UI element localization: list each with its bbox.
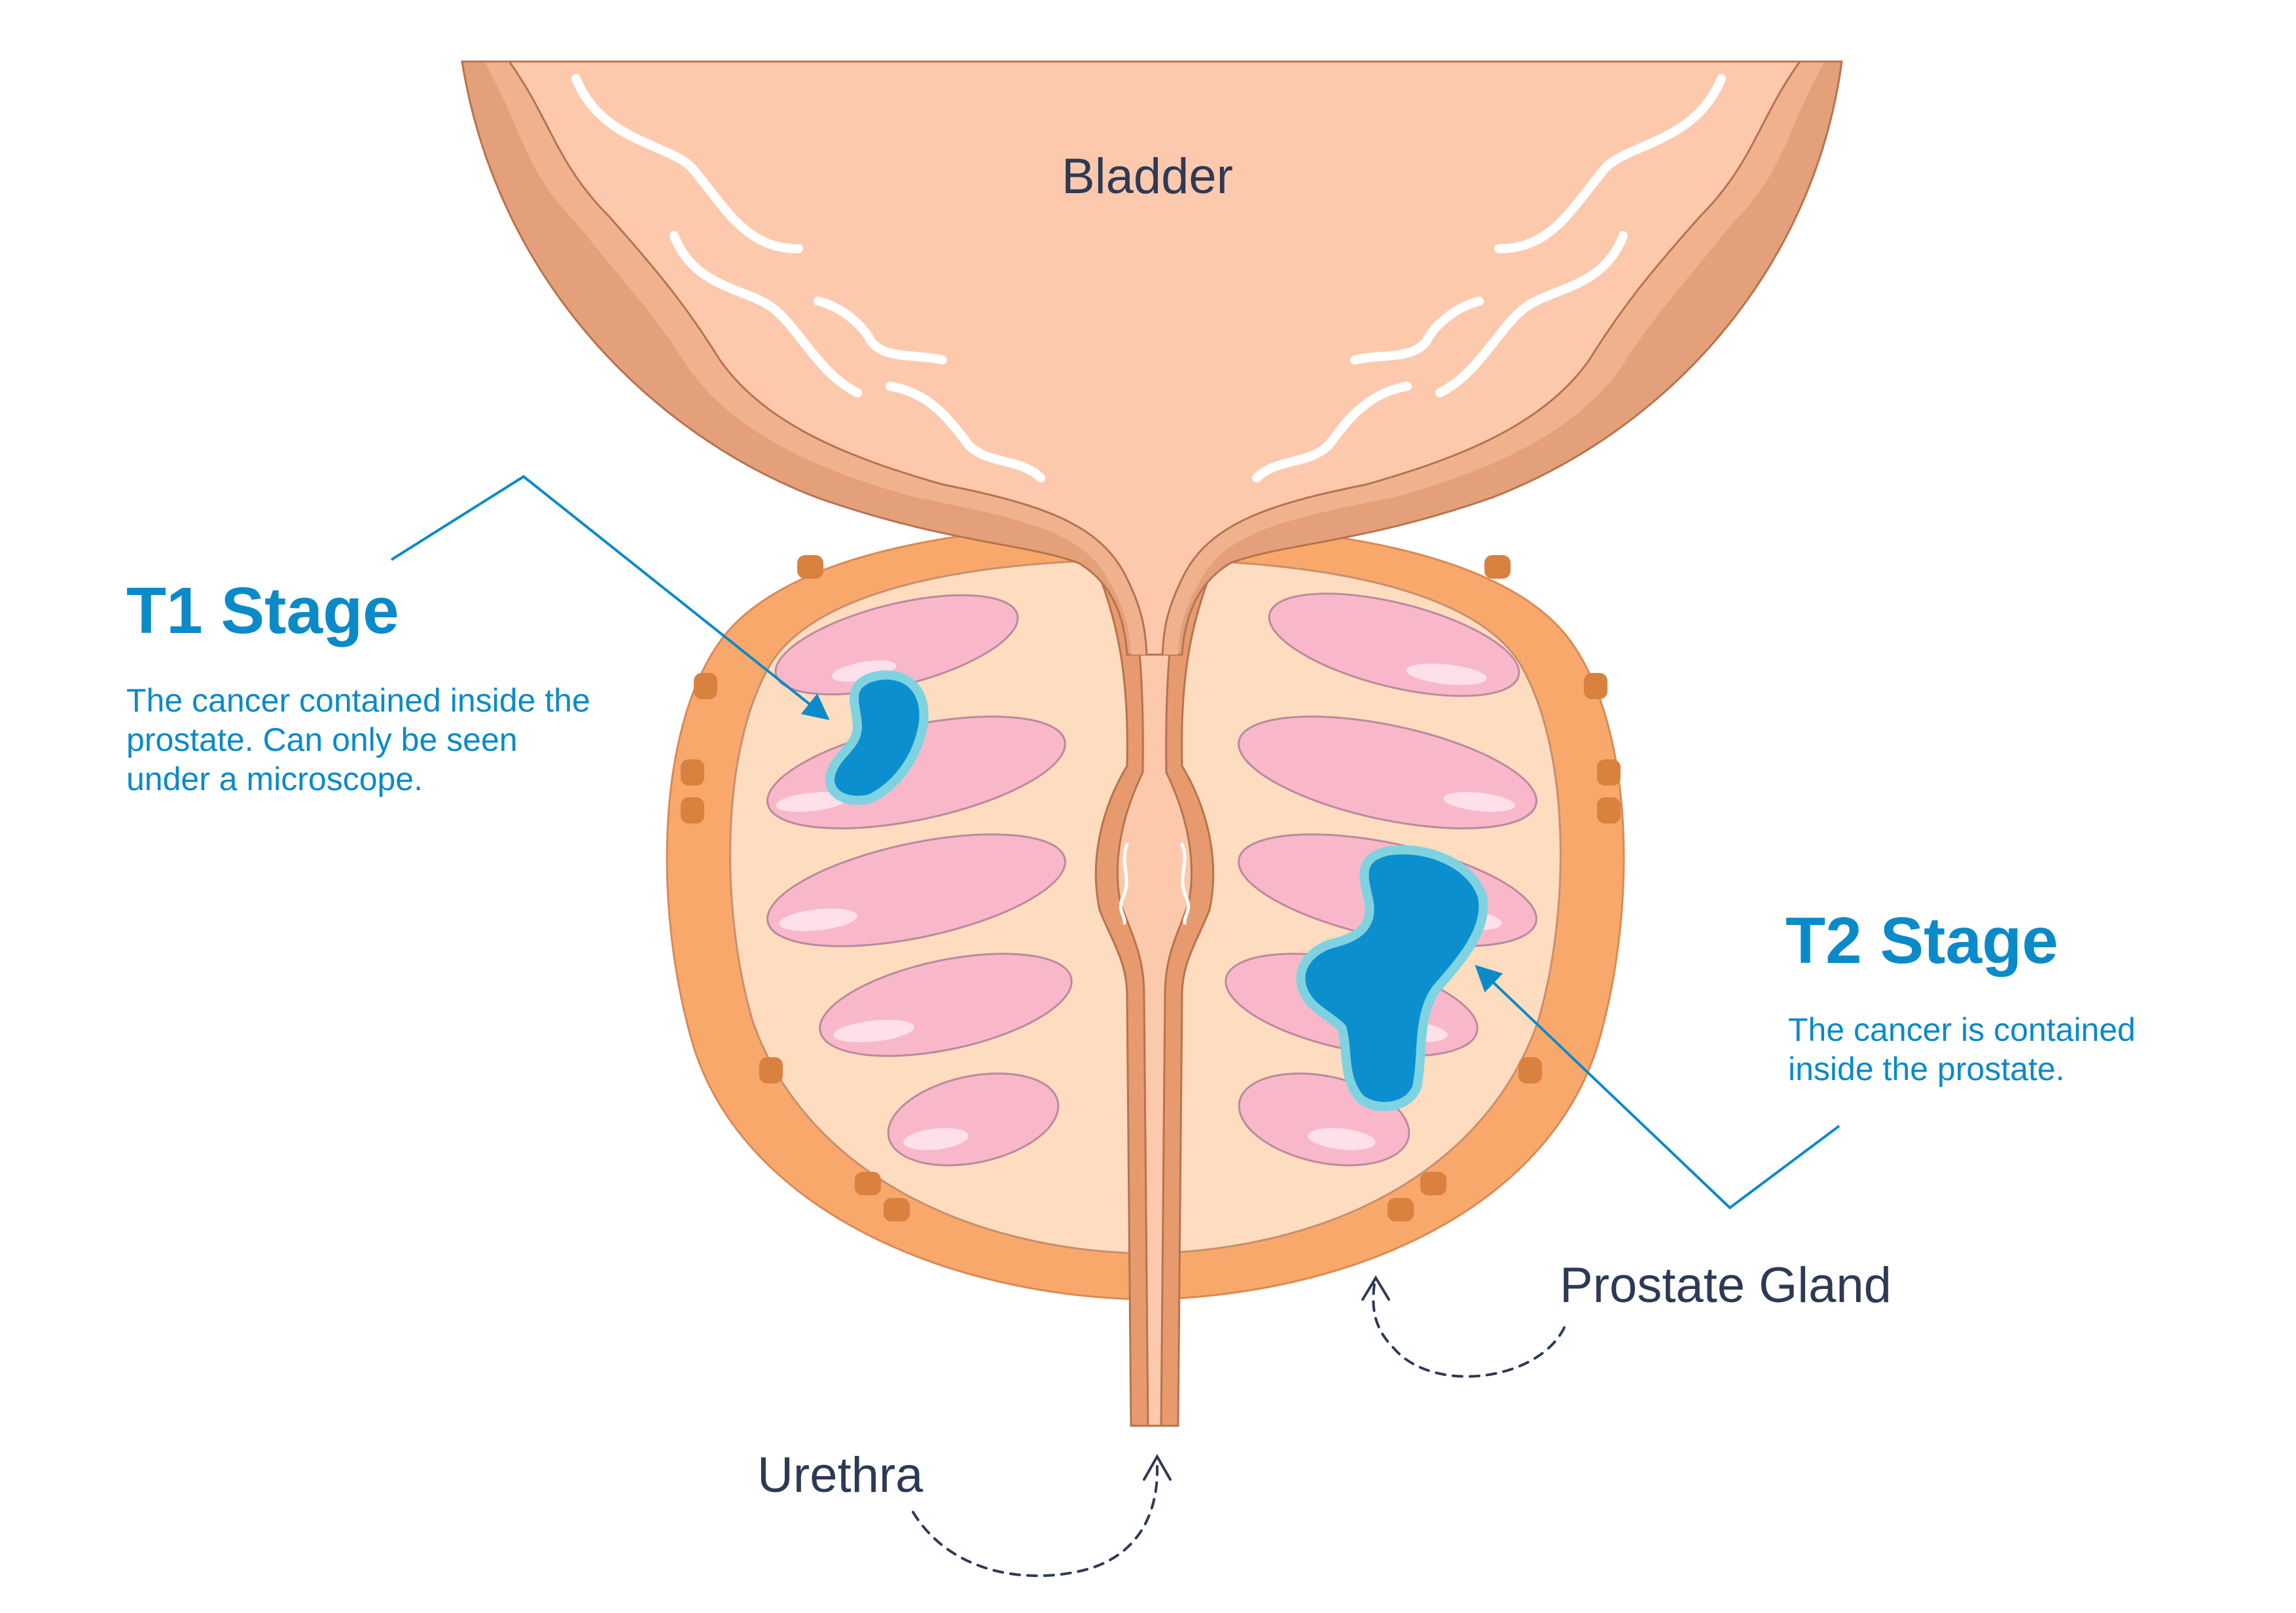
urethra-label: Urethra xyxy=(757,1447,924,1503)
urethra-pointer xyxy=(912,1465,1159,1578)
capsule-specks xyxy=(681,555,1621,1222)
urethra-lumen xyxy=(1116,575,1193,1427)
bladder-label: Bladder xyxy=(1062,149,1233,204)
bladder-inner xyxy=(507,60,1802,656)
t2-stage-description: The cancer is contained inside the prost… xyxy=(1788,1011,2136,1087)
prostate-gland-label: Prostate Gland xyxy=(1560,1258,1892,1313)
t1-leader-line xyxy=(390,475,830,720)
t1-tumor xyxy=(825,670,929,805)
t1-stage-title: T1 Stage xyxy=(126,574,399,647)
t1-stage-description: The cancer contained inside the prostate… xyxy=(126,682,590,797)
prostate-pointer-arrowhead xyxy=(1361,1275,1390,1301)
t2-stage-title: T2 Stage xyxy=(1785,904,2058,977)
t2-leader-line xyxy=(1475,964,1840,1210)
left-lobules xyxy=(766,594,1073,1167)
urethra-squiggles xyxy=(1119,843,1191,925)
t2-tumor xyxy=(1296,845,1488,1112)
bladder-folds xyxy=(571,74,1726,482)
prostate-pointer xyxy=(1372,1282,1566,1378)
urethra-pointer-arrowhead xyxy=(1143,1453,1172,1481)
